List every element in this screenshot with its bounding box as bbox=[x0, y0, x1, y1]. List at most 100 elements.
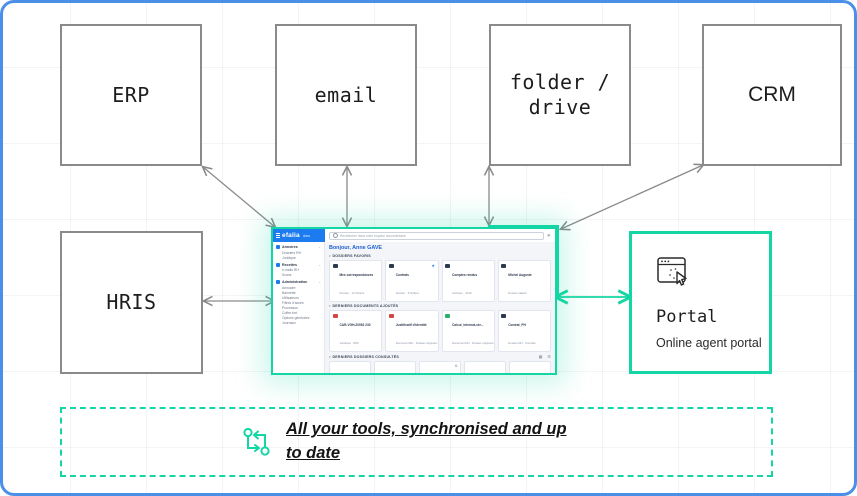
node-crm[interactable]: CRM bbox=[702, 24, 842, 166]
file-icon bbox=[501, 313, 507, 318]
sidebar-group-armoires: Armoires ⌄ Dossiers RH Juridique bbox=[276, 245, 321, 260]
folder-card[interactable]: Dossier Martin Dossier RH il y a 2 jours bbox=[329, 361, 371, 373]
sidebar-item-administration[interactable]: Administration ⌄ bbox=[276, 280, 321, 284]
sidebar-subitem[interactable]: Filtres d'accès bbox=[282, 300, 304, 305]
file-icon bbox=[388, 313, 394, 318]
sidebar-subitem[interactable]: Dossiers RH bbox=[282, 250, 302, 255]
search-icon bbox=[333, 233, 338, 238]
chevron-down-icon[interactable]: ⌄ bbox=[318, 245, 321, 249]
sparkle-icon[interactable]: ✳ bbox=[546, 232, 551, 239]
sync-banner-text: All your tools, synchronised and up to d… bbox=[286, 420, 567, 462]
section-header-derniers-documents[interactable]: ▾ DERNIERS DOCUMENTS AJOUTÉS bbox=[329, 304, 551, 308]
triangle-down-icon[interactable]: ▾ bbox=[329, 254, 331, 258]
folder-card[interactable]: Mutations RH · 2022 il y a 1 semaine bbox=[509, 361, 551, 373]
triangle-down-icon[interactable]: ▾ bbox=[329, 304, 331, 308]
node-erp[interactable]: ERP bbox=[60, 24, 202, 166]
chevron-down-icon[interactable]: ⌄ bbox=[318, 262, 321, 267]
recipe-icon bbox=[276, 262, 280, 267]
section-header-dossiers-consultes[interactable]: ▾ DERNIERS DOSSIERS CONSULTÉS ▦ ☰ bbox=[329, 354, 551, 359]
app-brand-suffix: docs bbox=[302, 233, 310, 238]
sidebar-item-armoires[interactable]: Armoires ⌄ bbox=[276, 245, 321, 249]
node-email[interactable]: email bbox=[275, 24, 417, 166]
cabinet-icon bbox=[276, 245, 280, 249]
document-card[interactable]: Comptes rendus Archives · 2019 bbox=[441, 260, 495, 302]
node-folder-drive-label: folder / drive bbox=[509, 70, 611, 119]
connector-crm-safe bbox=[561, 165, 703, 229]
card-subtitle: Document RH · Dossier originaux bbox=[395, 341, 438, 345]
sidebar-subitem[interactable]: Bannette bbox=[282, 290, 296, 295]
sidebar-subitem[interactable]: Juridique bbox=[282, 255, 296, 260]
search-input[interactable]: Rechercher dans votre espace documentair… bbox=[329, 231, 544, 240]
document-card[interactable]: Contrat_PH Dossier RH · Contrats bbox=[497, 310, 551, 352]
sidebar-item-label: Armoires bbox=[282, 245, 298, 249]
document-card[interactable]: Justificatif d'identité Document RH · Do… bbox=[385, 310, 439, 352]
folder-icon bbox=[332, 263, 338, 268]
document-card[interactable]: CAR-VGH-20092 230 Juridique · PDF bbox=[329, 310, 383, 352]
sidebar-subitem[interactable]: e-mails RH bbox=[282, 268, 299, 272]
sidebar-subitem[interactable]: Coffre-fort bbox=[282, 310, 298, 315]
sidebar-item-recettes[interactable]: Recettes ⌄ bbox=[276, 262, 321, 267]
sidebar-item-label: Administration bbox=[282, 280, 308, 284]
app-brand[interactable]: efalia docs bbox=[273, 229, 325, 242]
folder-card[interactable]: Titularisations RH · 2020 il y a 1 semai… bbox=[464, 361, 506, 373]
folder-card[interactable]: Recrutements RH · 2022 il y a 5 jours ⚙ bbox=[419, 361, 461, 373]
card-subtitle: Document RH · Dossier originaux bbox=[452, 341, 494, 345]
app-sidebar: Armoires ⌄ Dossiers RH Juridique Recette… bbox=[273, 242, 325, 373]
sidebar-subitem[interactable]: Scans bbox=[282, 273, 292, 277]
app-body: Armoires ⌄ Dossiers RH Juridique Recette… bbox=[273, 242, 555, 373]
star-icon[interactable]: ★ bbox=[431, 263, 435, 268]
hamburger-icon[interactable] bbox=[276, 233, 280, 238]
chevron-down-icon[interactable]: ⌄ bbox=[318, 280, 321, 284]
file-icon bbox=[332, 313, 338, 318]
card-title: Contrats bbox=[395, 273, 409, 277]
search-placeholder: Rechercher dans votre espace documentair… bbox=[340, 233, 406, 238]
node-portal-title: Portal bbox=[656, 307, 718, 327]
node-crm-label: CRM bbox=[748, 82, 796, 106]
node-hris-label: HRIS bbox=[106, 290, 157, 314]
card-title: Contrat_PH bbox=[508, 323, 526, 327]
list-view-icon[interactable]: ☰ bbox=[547, 354, 551, 359]
card-subtitle: Dossier salarié bbox=[508, 291, 527, 295]
sidebar-subitem[interactable]: Annuaire bbox=[282, 285, 296, 290]
wrench-icon bbox=[276, 280, 280, 284]
folder-card[interactable]: Dossier Bernard RH · 2021 il y a 4 jours bbox=[374, 361, 416, 373]
sidebar-subitem[interactable]: Processus bbox=[282, 305, 298, 310]
card-title: Michel Auguste bbox=[508, 273, 532, 277]
sidebar-item-label: Recettes bbox=[282, 262, 297, 267]
connector-erp-app bbox=[203, 167, 275, 227]
folder-icon bbox=[388, 263, 394, 268]
settings-icon[interactable]: ⚙ bbox=[454, 364, 458, 368]
document-card[interactable]: Michel Auguste Dossier salarié bbox=[497, 260, 551, 302]
triangle-down-icon[interactable]: ▾ bbox=[329, 354, 331, 359]
card-subtitle: Juridique · PDF bbox=[339, 341, 359, 345]
section-title: DERNIERS DOSSIERS CONSULTÉS bbox=[332, 354, 399, 359]
section-title: DERNIERS DOCUMENTS AJOUTÉS bbox=[332, 304, 399, 308]
grid-view-icon[interactable]: ▦ bbox=[538, 354, 543, 359]
card-title: Calcul_internat-ver... bbox=[452, 323, 484, 327]
sidebar-group-recettes: Recettes ⌄ e-mails RH Scans bbox=[276, 262, 321, 277]
browser-cursor-icon bbox=[657, 257, 687, 286]
document-card[interactable]: Mes correspondances Dossier · 12 fichier… bbox=[329, 260, 383, 302]
document-card[interactable]: Calcul_internat-ver... Document RH · Dos… bbox=[441, 310, 495, 352]
sync-branch-icon bbox=[243, 427, 270, 456]
app-brand-name: efalia bbox=[282, 232, 300, 239]
card-title: Comptes rendus bbox=[452, 273, 478, 277]
document-card[interactable]: Contrats Dossier · 5 fichiers ★ bbox=[385, 260, 439, 302]
node-hris[interactable]: HRIS bbox=[60, 231, 203, 374]
sidebar-subitem[interactable]: Utilisateurs bbox=[282, 295, 299, 300]
app-content: Bonjour, Anne GAVE ▾ DOSSIERS FAVORIS Me… bbox=[325, 242, 555, 373]
node-folder-drive[interactable]: folder / drive bbox=[489, 24, 631, 166]
card-title: CAR-VGH-20092 230 bbox=[339, 323, 371, 327]
section-title: DOSSIERS FAVORIS bbox=[332, 254, 371, 258]
node-portal[interactable]: Portal Online agent portal bbox=[629, 231, 772, 374]
node-portal-subtitle: Online agent portal bbox=[656, 336, 762, 350]
card-title: Justificatif d'identité bbox=[395, 323, 427, 327]
greeting-text: Bonjour, Anne GAVE bbox=[329, 245, 383, 251]
sidebar-subitem[interactable]: Options générales bbox=[282, 315, 310, 320]
card-subtitle: Archives · 2019 bbox=[452, 291, 472, 295]
section-header-favoris[interactable]: ▾ DOSSIERS FAVORIS bbox=[329, 254, 551, 258]
sidebar-subitem[interactable]: Journaux bbox=[282, 320, 296, 325]
sidebar-group-administration: Administration ⌄ Annuaire Bannette Utili… bbox=[276, 280, 321, 325]
app-screenshot[interactable]: efalia docs Rechercher dans votre espace… bbox=[271, 227, 557, 375]
